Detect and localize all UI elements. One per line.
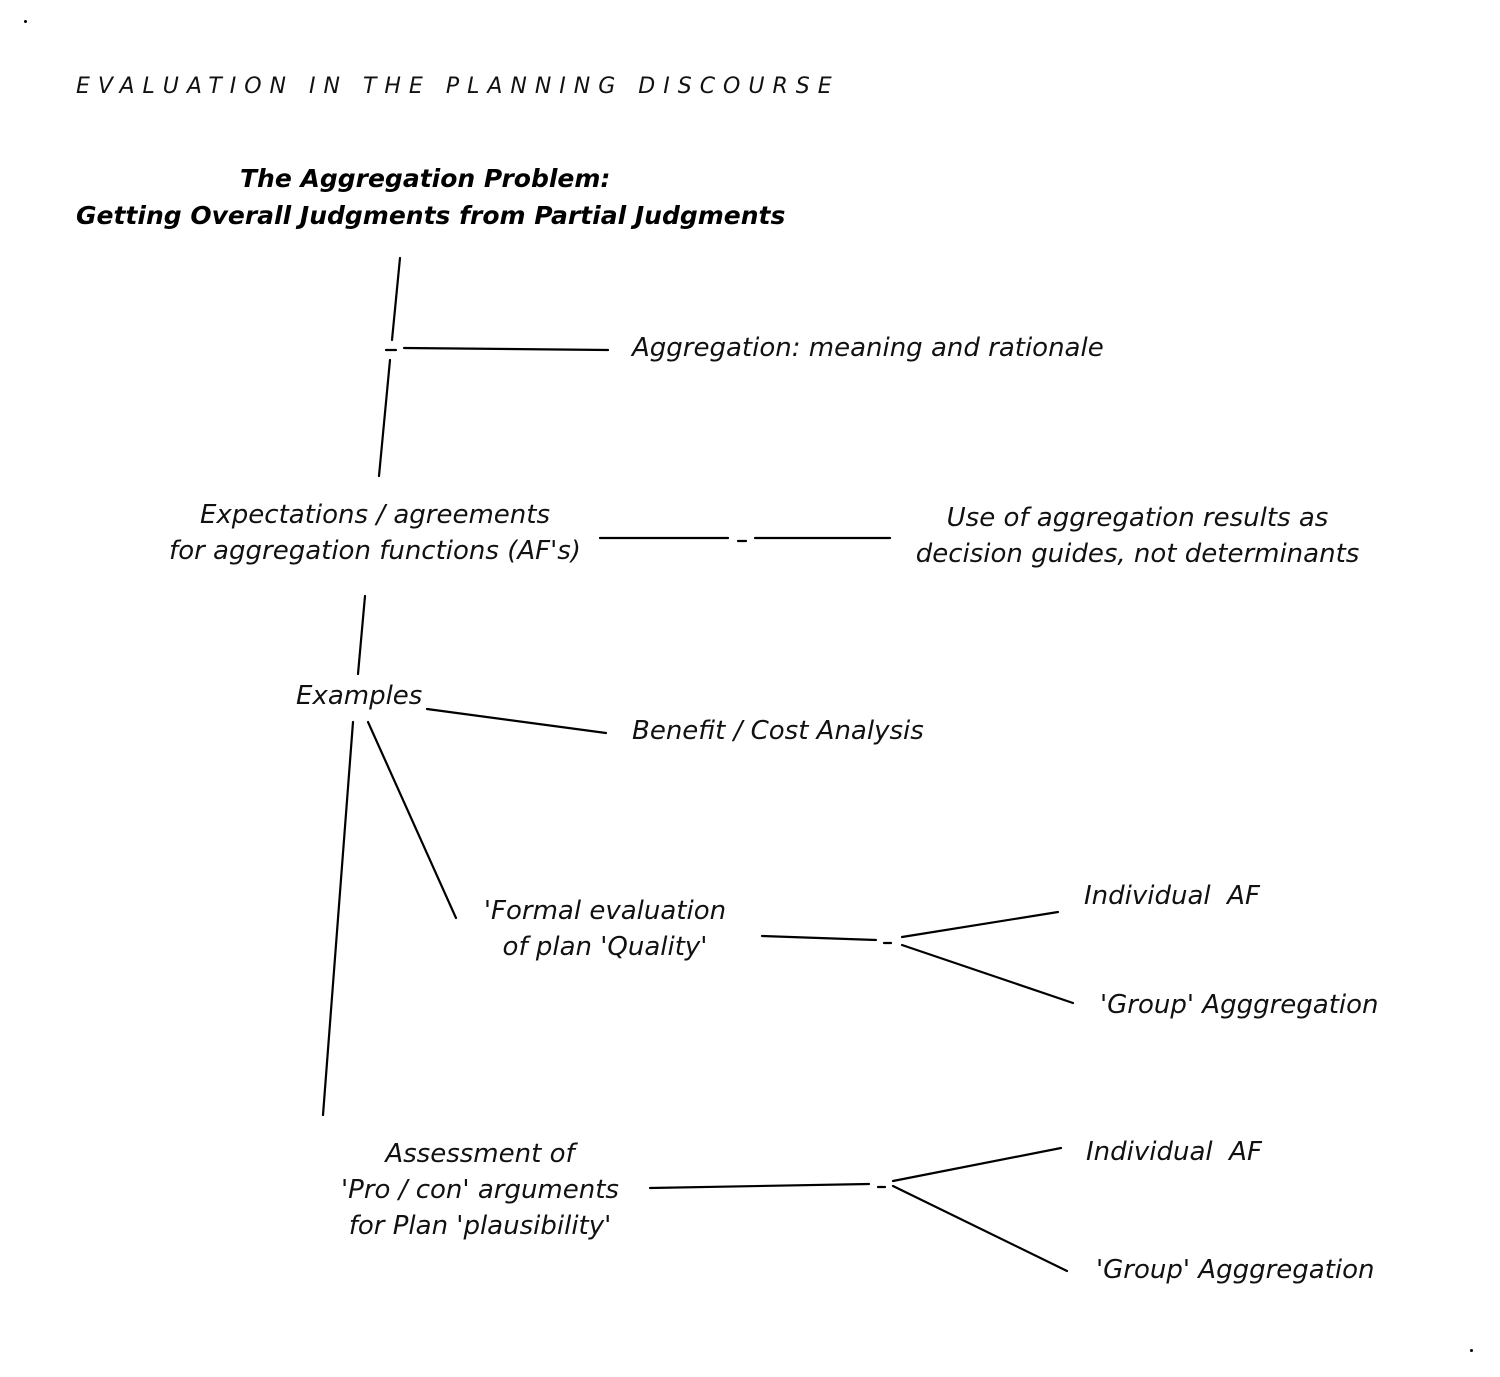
node-assessment-line-2: 'Pro / con' arguments: [341, 1175, 619, 1205]
node-use-of-results: Use of aggregation results as decision g…: [915, 500, 1360, 572]
node-formal-group-aggregation: 'Group' Agggregation: [1100, 990, 1379, 1020]
node-benefit-cost: Benefit / Cost Analysis: [632, 716, 924, 746]
trunk-mid: [356, 594, 367, 676]
corner-dot-top: [24, 20, 27, 23]
node-examples: Examples: [296, 681, 423, 711]
assessment-split-individual: [891, 1146, 1063, 1183]
page-header: EVALUATION IN THE PLANNING DISCOURSE: [76, 74, 840, 99]
corner-dot-bottom: [1470, 1349, 1473, 1352]
node-formal-evaluation: 'Formal evaluation of plan 'Quality': [470, 893, 740, 965]
formal-to-split: [760, 934, 878, 942]
trunk-top-lower: [377, 358, 392, 478]
node-assessment-line-3: for Plan 'plausibility': [348, 1211, 612, 1241]
node-assessment-individual-af: Individual AF: [1086, 1137, 1262, 1167]
branch-benefit: [425, 707, 608, 735]
node-assessment-line-1: Assessment of: [385, 1139, 575, 1169]
trunk-top: [390, 256, 402, 342]
node-formal-line-2: of plan 'Quality': [502, 932, 708, 962]
formal-split-group: [900, 943, 1075, 1005]
title-line-1: The Aggregation Problem:: [240, 164, 611, 193]
node-formal-line-1: 'Formal evaluation: [483, 896, 727, 926]
node-aggregation-meaning: Aggregation: meaning and rationale: [632, 333, 1104, 363]
formal-split-individual: [900, 910, 1060, 939]
node-use-line-1: Use of aggregation results as: [946, 503, 1329, 533]
node-assessment-group-aggregation: 'Group' Agggregation: [1096, 1255, 1375, 1285]
node-expectations-line-2: for aggregation functions (AF's): [169, 536, 581, 566]
assessment-to-split: [648, 1182, 871, 1190]
node-expectations-line-1: Expectations / agreements: [199, 500, 551, 530]
title-line-2: Getting Overall Judgments from Partial J…: [76, 201, 786, 230]
node-use-line-2: decision guides, not determinants: [915, 539, 1360, 569]
branch-meaning: [402, 346, 610, 352]
assessment-split-group: [891, 1184, 1069, 1273]
diagram-title: The Aggregation Problem: Getting Overall…: [76, 160, 785, 234]
node-assessment: Assessment of 'Pro / con' arguments for …: [330, 1136, 630, 1244]
node-expectations: Expectations / agreements for aggregatio…: [165, 497, 585, 569]
branch-formal: [366, 720, 458, 920]
node-formal-individual-af: Individual AF: [1084, 881, 1260, 911]
trunk-assessment: [321, 720, 355, 1117]
